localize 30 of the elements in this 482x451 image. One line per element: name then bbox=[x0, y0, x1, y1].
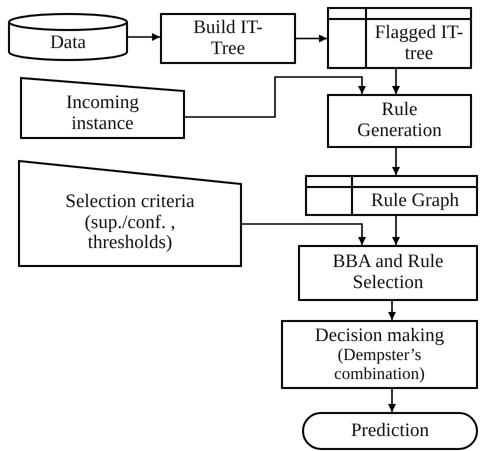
storage-box bbox=[305, 175, 478, 216]
process-box bbox=[281, 320, 478, 389]
node-label: Incoming instance bbox=[65, 92, 140, 134]
node-label: (Dempster’s combination) bbox=[333, 346, 425, 384]
node-label: Data bbox=[50, 32, 86, 54]
arrow bbox=[392, 69, 400, 94]
arrow bbox=[388, 301, 396, 320]
data-cylinder bbox=[8, 13, 128, 61]
arrow bbox=[128, 33, 160, 41]
node-label: Rule Generation bbox=[356, 100, 443, 142]
process-box bbox=[298, 245, 478, 301]
process-box bbox=[327, 94, 472, 148]
arrow bbox=[388, 389, 396, 412]
node-label: Prediction bbox=[350, 420, 430, 442]
arrow bbox=[392, 148, 400, 175]
node-label: BBA and Rule Selection bbox=[332, 252, 444, 294]
node-label: Selection criteria bbox=[65, 192, 195, 213]
arrow bbox=[296, 34, 327, 42]
manual-input-shape bbox=[18, 160, 242, 267]
manual-input-shape bbox=[20, 77, 185, 139]
process-box bbox=[160, 13, 296, 64]
arrow bbox=[242, 223, 366, 245]
node-label: Flagged IT-tree bbox=[374, 23, 464, 65]
arrow bbox=[392, 216, 400, 245]
node-label: Rule Graph bbox=[370, 191, 460, 212]
node-label: Build IT-Tree bbox=[192, 18, 264, 60]
node-label: (sup./conf. , thresholds) bbox=[84, 212, 176, 254]
node-label: Decision making bbox=[314, 326, 444, 346]
arrow bbox=[185, 76, 366, 118]
storage-box bbox=[327, 7, 472, 69]
